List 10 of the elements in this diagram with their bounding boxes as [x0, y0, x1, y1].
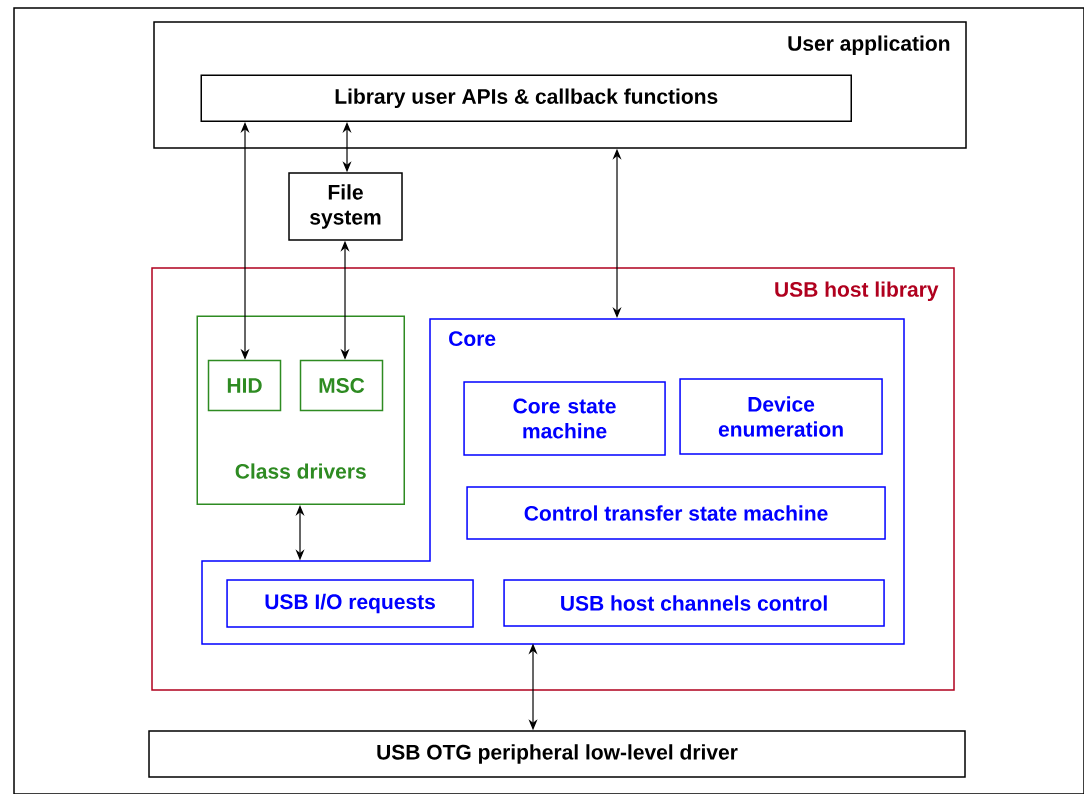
module-box: HID	[207, 359, 282, 412]
module-box: Device enumeration	[679, 378, 883, 455]
module-box: USB I/O requests	[226, 579, 474, 628]
module-box: Control transfer state machine	[466, 486, 886, 540]
module-box: Core state machine	[463, 381, 666, 456]
driver-box: USB OTG peripheral low-level driver	[148, 730, 966, 778]
api-box: Library user APIs & callback functions	[200, 74, 852, 122]
module-box: USB host channels control	[503, 579, 885, 627]
module-box: File system	[288, 172, 403, 241]
module-box: MSC	[299, 359, 384, 412]
